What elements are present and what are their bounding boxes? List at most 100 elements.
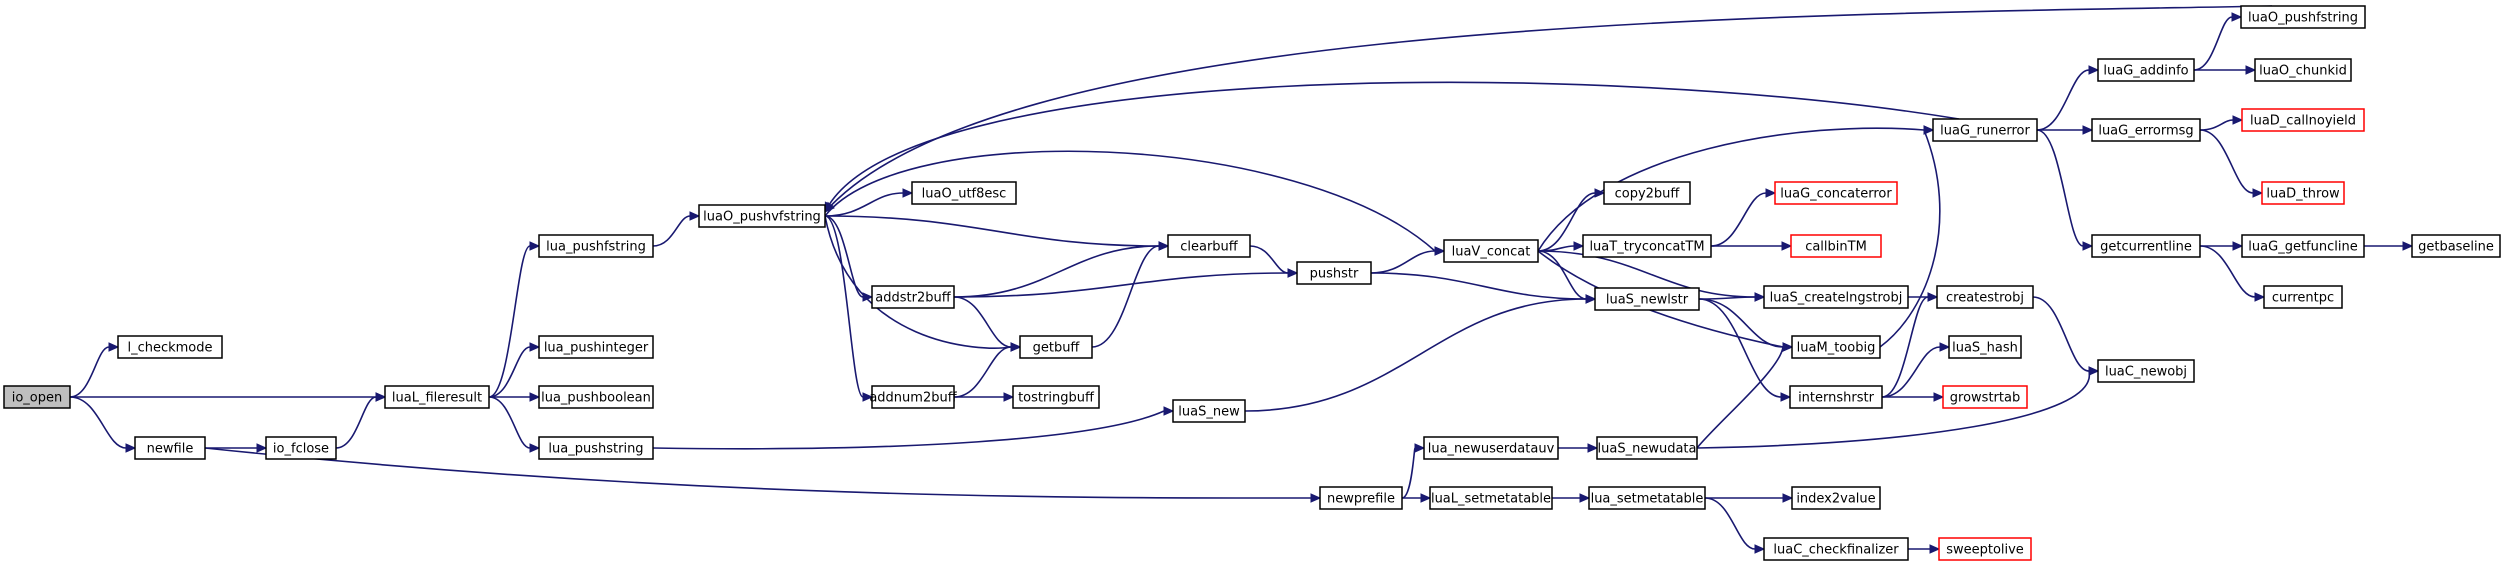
node-luaO_utf8esc[interactable]: luaO_utf8esc bbox=[911, 181, 1017, 205]
node-luaS_newudata[interactable]: luaS_newudata bbox=[1596, 436, 1698, 460]
edge-luaT_tryconcatTM-to-luaG_concaterror bbox=[1710, 188, 1777, 247]
edge-newprefile-to-luaL_setmetatable bbox=[1402, 493, 1432, 503]
node-growstrtab[interactable]: growstrtab bbox=[1942, 385, 2028, 409]
node-luaM_toobig[interactable]: luaM_toobig bbox=[1791, 335, 1881, 359]
node-luaO_pushvfstring[interactable]: luaO_pushvfstring bbox=[698, 204, 826, 228]
node-label: index2value bbox=[1796, 492, 1875, 507]
node-label: luaG_errormsg bbox=[2098, 124, 2193, 139]
edge-io_fclose-to-luaL_fileresult bbox=[335, 392, 387, 449]
edges bbox=[69, 5, 2414, 554]
node-luaG_concaterror[interactable]: luaG_concaterror bbox=[1774, 181, 1898, 205]
node-getbaseline[interactable]: getbaseline bbox=[2411, 234, 2501, 258]
edge-luaO_pushfstring-to-luaO_pushvfstring bbox=[824, 5, 2273, 213]
node-getbuff[interactable]: getbuff bbox=[1019, 335, 1093, 359]
edge-luaS_newudata-to-luaM_toobig bbox=[1696, 342, 1794, 449]
edge-luaT_tryconcatTM-to-callbinTM bbox=[1710, 241, 1793, 251]
node-io_fclose[interactable]: io_fclose bbox=[265, 436, 337, 460]
node-label: clearbuff bbox=[1180, 240, 1239, 255]
node-label: tostringbuff bbox=[1018, 391, 1095, 406]
node-luaL_setmetatable[interactable]: luaL_setmetatable bbox=[1429, 486, 1553, 510]
node-label: luaO_pushfstring bbox=[2248, 11, 2358, 26]
node-addnum2buff[interactable]: addnum2buff bbox=[869, 385, 958, 409]
node-sweeptolive[interactable]: sweeptolive bbox=[1938, 537, 2032, 561]
edge-lua_pushfstring-to-luaO_pushvfstring bbox=[652, 211, 701, 247]
node-copy2buff[interactable]: copy2buff bbox=[1603, 181, 1691, 205]
node-label: addstr2buff bbox=[875, 291, 951, 306]
node-lua_setmetatable[interactable]: lua_setmetatable bbox=[1588, 486, 1706, 510]
node-luaS_new[interactable]: luaS_new bbox=[1172, 399, 1246, 423]
node-luaL_fileresult[interactable]: luaL_fileresult bbox=[384, 385, 490, 409]
node-l_checkmode[interactable]: l_checkmode bbox=[117, 335, 223, 359]
node-label: newfile bbox=[147, 442, 194, 457]
node-callbinTM[interactable]: callbinTM bbox=[1790, 234, 1882, 258]
node-label: luaO_chunkid bbox=[2259, 64, 2347, 79]
edge-luaG_getfuncline-to-getbaseline bbox=[2363, 241, 2414, 251]
node-lua_pushstring[interactable]: lua_pushstring bbox=[538, 436, 654, 460]
node-lua_newuserdatauv[interactable]: lua_newuserdatauv bbox=[1423, 436, 1559, 460]
node-label: lua_pushstring bbox=[548, 442, 643, 457]
node-label: addnum2buff bbox=[869, 391, 957, 406]
node-luaD_callnoyield[interactable]: luaD_callnoyield bbox=[2241, 108, 2365, 132]
node-luaO_pushfstring[interactable]: luaO_pushfstring bbox=[2240, 5, 2366, 29]
node-label: internshrstr bbox=[1798, 391, 1875, 406]
node-luaT_tryconcatTM[interactable]: luaT_tryconcatTM bbox=[1582, 234, 1712, 258]
edge-luaG_errormsg-to-luaD_callnoyield bbox=[2199, 115, 2244, 131]
node-lua_pushinteger[interactable]: lua_pushinteger bbox=[538, 335, 654, 359]
edge-luaO_pushvfstring-to-addstr2buff bbox=[824, 215, 874, 302]
node-internshrstr[interactable]: internshrstr bbox=[1789, 385, 1883, 409]
node-luaS_hash[interactable]: luaS_hash bbox=[1948, 335, 2022, 359]
edge-lua_setmetatable-to-index2value bbox=[1705, 493, 1794, 503]
edge-pushstr-to-luaV_concat bbox=[1370, 246, 1446, 274]
node-label: getcurrentline bbox=[2100, 240, 2192, 255]
node-label: luaL_setmetatable bbox=[1431, 492, 1551, 507]
node-index2value[interactable]: index2value bbox=[1791, 486, 1881, 510]
node-getcurrentline[interactable]: getcurrentline bbox=[2091, 234, 2201, 258]
edge-luaV_concat-to-luaS_newlstr bbox=[1537, 250, 1597, 304]
node-luaD_throw[interactable]: luaD_throw bbox=[2261, 181, 2345, 205]
node-label: growstrtab bbox=[1950, 391, 2020, 406]
node-label: sweeptolive bbox=[1946, 543, 2024, 558]
node-label: createstrobj bbox=[1946, 291, 2024, 306]
node-lua_pushfstring[interactable]: lua_pushfstring bbox=[538, 234, 654, 258]
edge-io_open-to-luaL_fileresult bbox=[70, 392, 387, 402]
node-luaG_addinfo[interactable]: luaG_addinfo bbox=[2097, 58, 2195, 82]
node-label: l_checkmode bbox=[127, 341, 212, 356]
node-clearbuff[interactable]: clearbuff bbox=[1167, 234, 1251, 258]
node-newprefile[interactable]: newprefile bbox=[1319, 486, 1403, 510]
node-pushstr[interactable]: pushstr bbox=[1296, 261, 1372, 285]
node-luaG_runerror[interactable]: luaG_runerror bbox=[1932, 118, 2038, 142]
edge-io_open-to-l_checkmode bbox=[69, 342, 120, 398]
node-luaV_concat[interactable]: luaV_concat bbox=[1443, 239, 1539, 263]
node-newfile[interactable]: newfile bbox=[134, 436, 206, 460]
edge-createstrobj-to-luaC_newobj bbox=[2032, 296, 2100, 376]
node-luaC_checkfinalizer[interactable]: luaC_checkfinalizer bbox=[1763, 537, 1909, 561]
edge-luaG_errormsg-to-luaD_throw bbox=[2199, 129, 2264, 198]
node-luaS_newlstr[interactable]: luaS_newlstr bbox=[1594, 287, 1700, 311]
node-createstrobj[interactable]: createstrobj bbox=[1936, 285, 2034, 309]
node-addstr2buff[interactable]: addstr2buff bbox=[871, 285, 955, 309]
node-label: getbaseline bbox=[2418, 240, 2494, 255]
node-currentpc[interactable]: currentpc bbox=[2263, 285, 2343, 309]
node-io_open[interactable]: io_open bbox=[3, 385, 71, 409]
node-tostringbuff[interactable]: tostringbuff bbox=[1012, 385, 1100, 409]
edge-luaG_runerror-to-luaG_errormsg bbox=[2037, 125, 2094, 135]
node-label: lua_setmetatable bbox=[1591, 492, 1704, 507]
node-label: luaT_tryconcatTM bbox=[1589, 240, 1704, 255]
node-label: luaS_newudata bbox=[1598, 442, 1697, 457]
node-luaG_getfuncline[interactable]: luaG_getfuncline bbox=[2241, 234, 2365, 258]
edge-addnum2buff-to-tostringbuff bbox=[954, 392, 1015, 402]
edge-internshrstr-to-createstrobj bbox=[1881, 292, 1939, 398]
edge-luaL_fileresult-to-lua_pushstring bbox=[488, 396, 541, 453]
node-luaS_createlngstrobj[interactable]: luaS_createlngstrobj bbox=[1763, 285, 1909, 309]
node-label: luaV_concat bbox=[1452, 245, 1531, 260]
node-label: luaL_fileresult bbox=[392, 391, 482, 406]
edge-clearbuff-to-pushstr bbox=[1249, 245, 1299, 278]
node-label: copy2buff bbox=[1615, 187, 1681, 202]
node-lua_pushboolean[interactable]: lua_pushboolean bbox=[538, 385, 654, 409]
node-luaO_chunkid[interactable]: luaO_chunkid bbox=[2254, 58, 2352, 82]
node-label: luaO_pushvfstring bbox=[703, 210, 821, 225]
node-label: callbinTM bbox=[1805, 240, 1867, 255]
node-luaG_errormsg[interactable]: luaG_errormsg bbox=[2091, 118, 2201, 142]
edge-luaC_checkfinalizer-to-sweeptolive bbox=[1908, 544, 1941, 554]
node-luaC_newobj[interactable]: luaC_newobj bbox=[2097, 359, 2195, 383]
